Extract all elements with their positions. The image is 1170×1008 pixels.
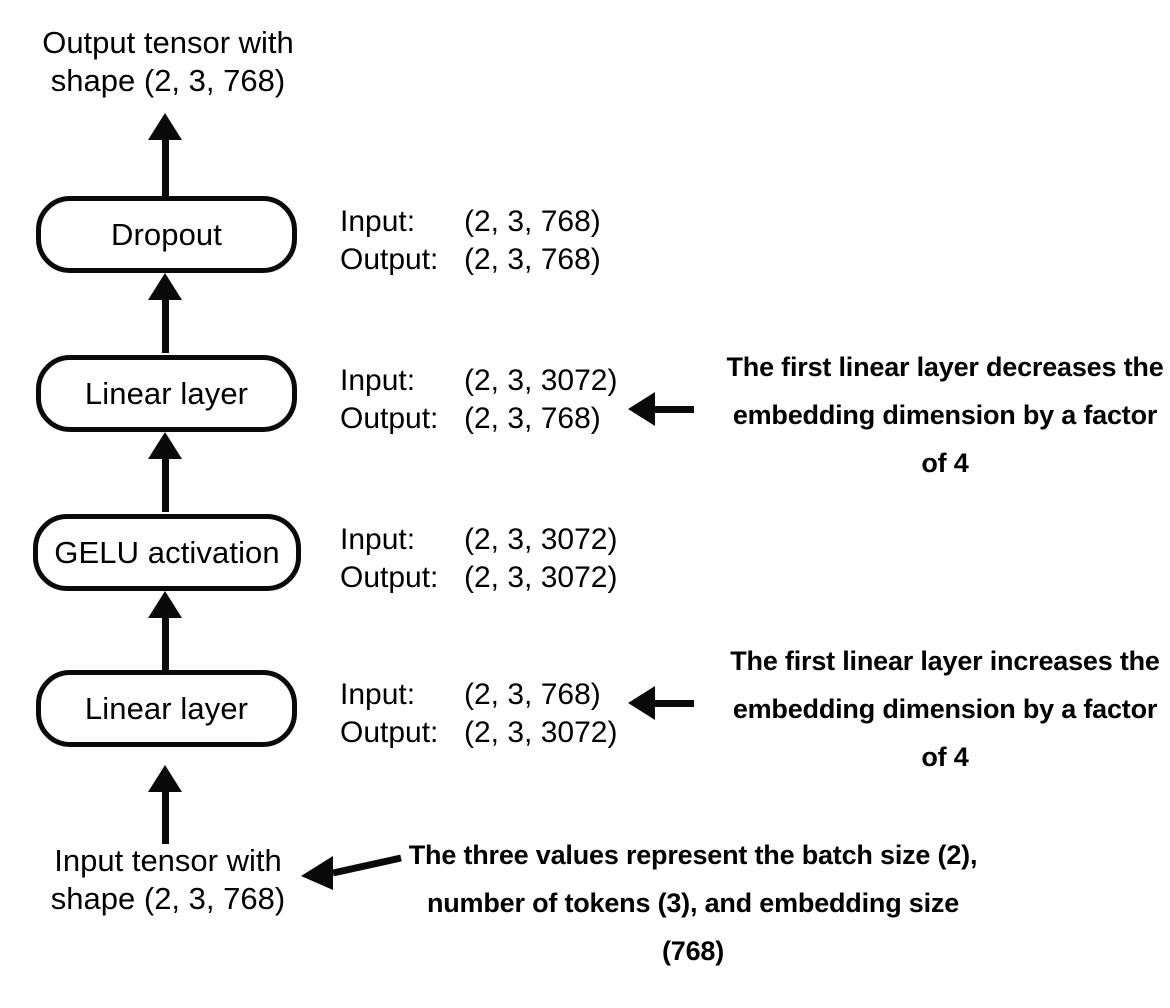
node-gelu-activation-label: GELU activation (54, 535, 280, 570)
output-shape-gelu: (2, 3, 3072) (464, 560, 618, 594)
input-tensor-caption: Input tensor with shape (2, 3, 768) (50, 843, 286, 916)
shape-info-gelu: Input: (2, 3, 3072) Output: (2, 3, 3072) (340, 521, 617, 596)
input-label-linear-second: Input: (340, 364, 416, 397)
node-dropout-label: Dropout (111, 217, 222, 252)
shape-info-dropout: Input: (2, 3, 768) Output: (2, 3, 768) (340, 203, 601, 278)
node-linear-layer-second[interactable]: Linear layer (36, 355, 297, 432)
shape-info-linear-second: Input: (2, 3, 3072) Output: (2, 3, 768) (340, 362, 617, 437)
output-shape-dropout: (2, 3, 768) (464, 242, 601, 276)
note-decrease: The first linear layer decreases the emb… (726, 352, 1164, 479)
output-tensor-caption: Output tensor with shape (2, 3, 768) (42, 25, 294, 98)
output-label-linear-first: Output: (340, 715, 439, 749)
node-linear-layer-first[interactable]: Linear layer (36, 670, 297, 747)
output-shape-linear-first: (2, 3, 3072) (464, 715, 618, 749)
output-label-gelu: Output: (340, 560, 439, 594)
node-gelu-activation[interactable]: GELU activation (33, 514, 301, 591)
output-shape-linear-second: (2, 3, 768) (464, 401, 601, 435)
arrow-note-values (301, 854, 402, 890)
input-shape-gelu: (2, 3, 3072) (464, 523, 618, 556)
input-label-dropout: Input: (340, 205, 416, 238)
input-shape-linear-second: (2, 3, 3072) (464, 364, 618, 397)
input-shape-dropout: (2, 3, 768) (464, 205, 601, 238)
note-increase: The first linear layer increases the emb… (730, 646, 1160, 773)
node-dropout[interactable]: Dropout (36, 196, 297, 273)
output-label-linear-second: Output: (340, 401, 439, 435)
node-linear-layer-first-label: Linear layer (84, 691, 249, 726)
shape-info-linear-first: Input: (2, 3, 768) Output: (2, 3, 3072) (340, 676, 617, 751)
input-label-linear-first: Input: (340, 678, 416, 711)
input-shape-linear-first: (2, 3, 768) (464, 678, 601, 711)
node-linear-layer-second-label: Linear layer (84, 376, 249, 411)
input-label-gelu: Input: (340, 523, 416, 556)
output-label-dropout: Output: (340, 242, 439, 276)
note-values: The three values represent the batch siz… (408, 840, 978, 967)
